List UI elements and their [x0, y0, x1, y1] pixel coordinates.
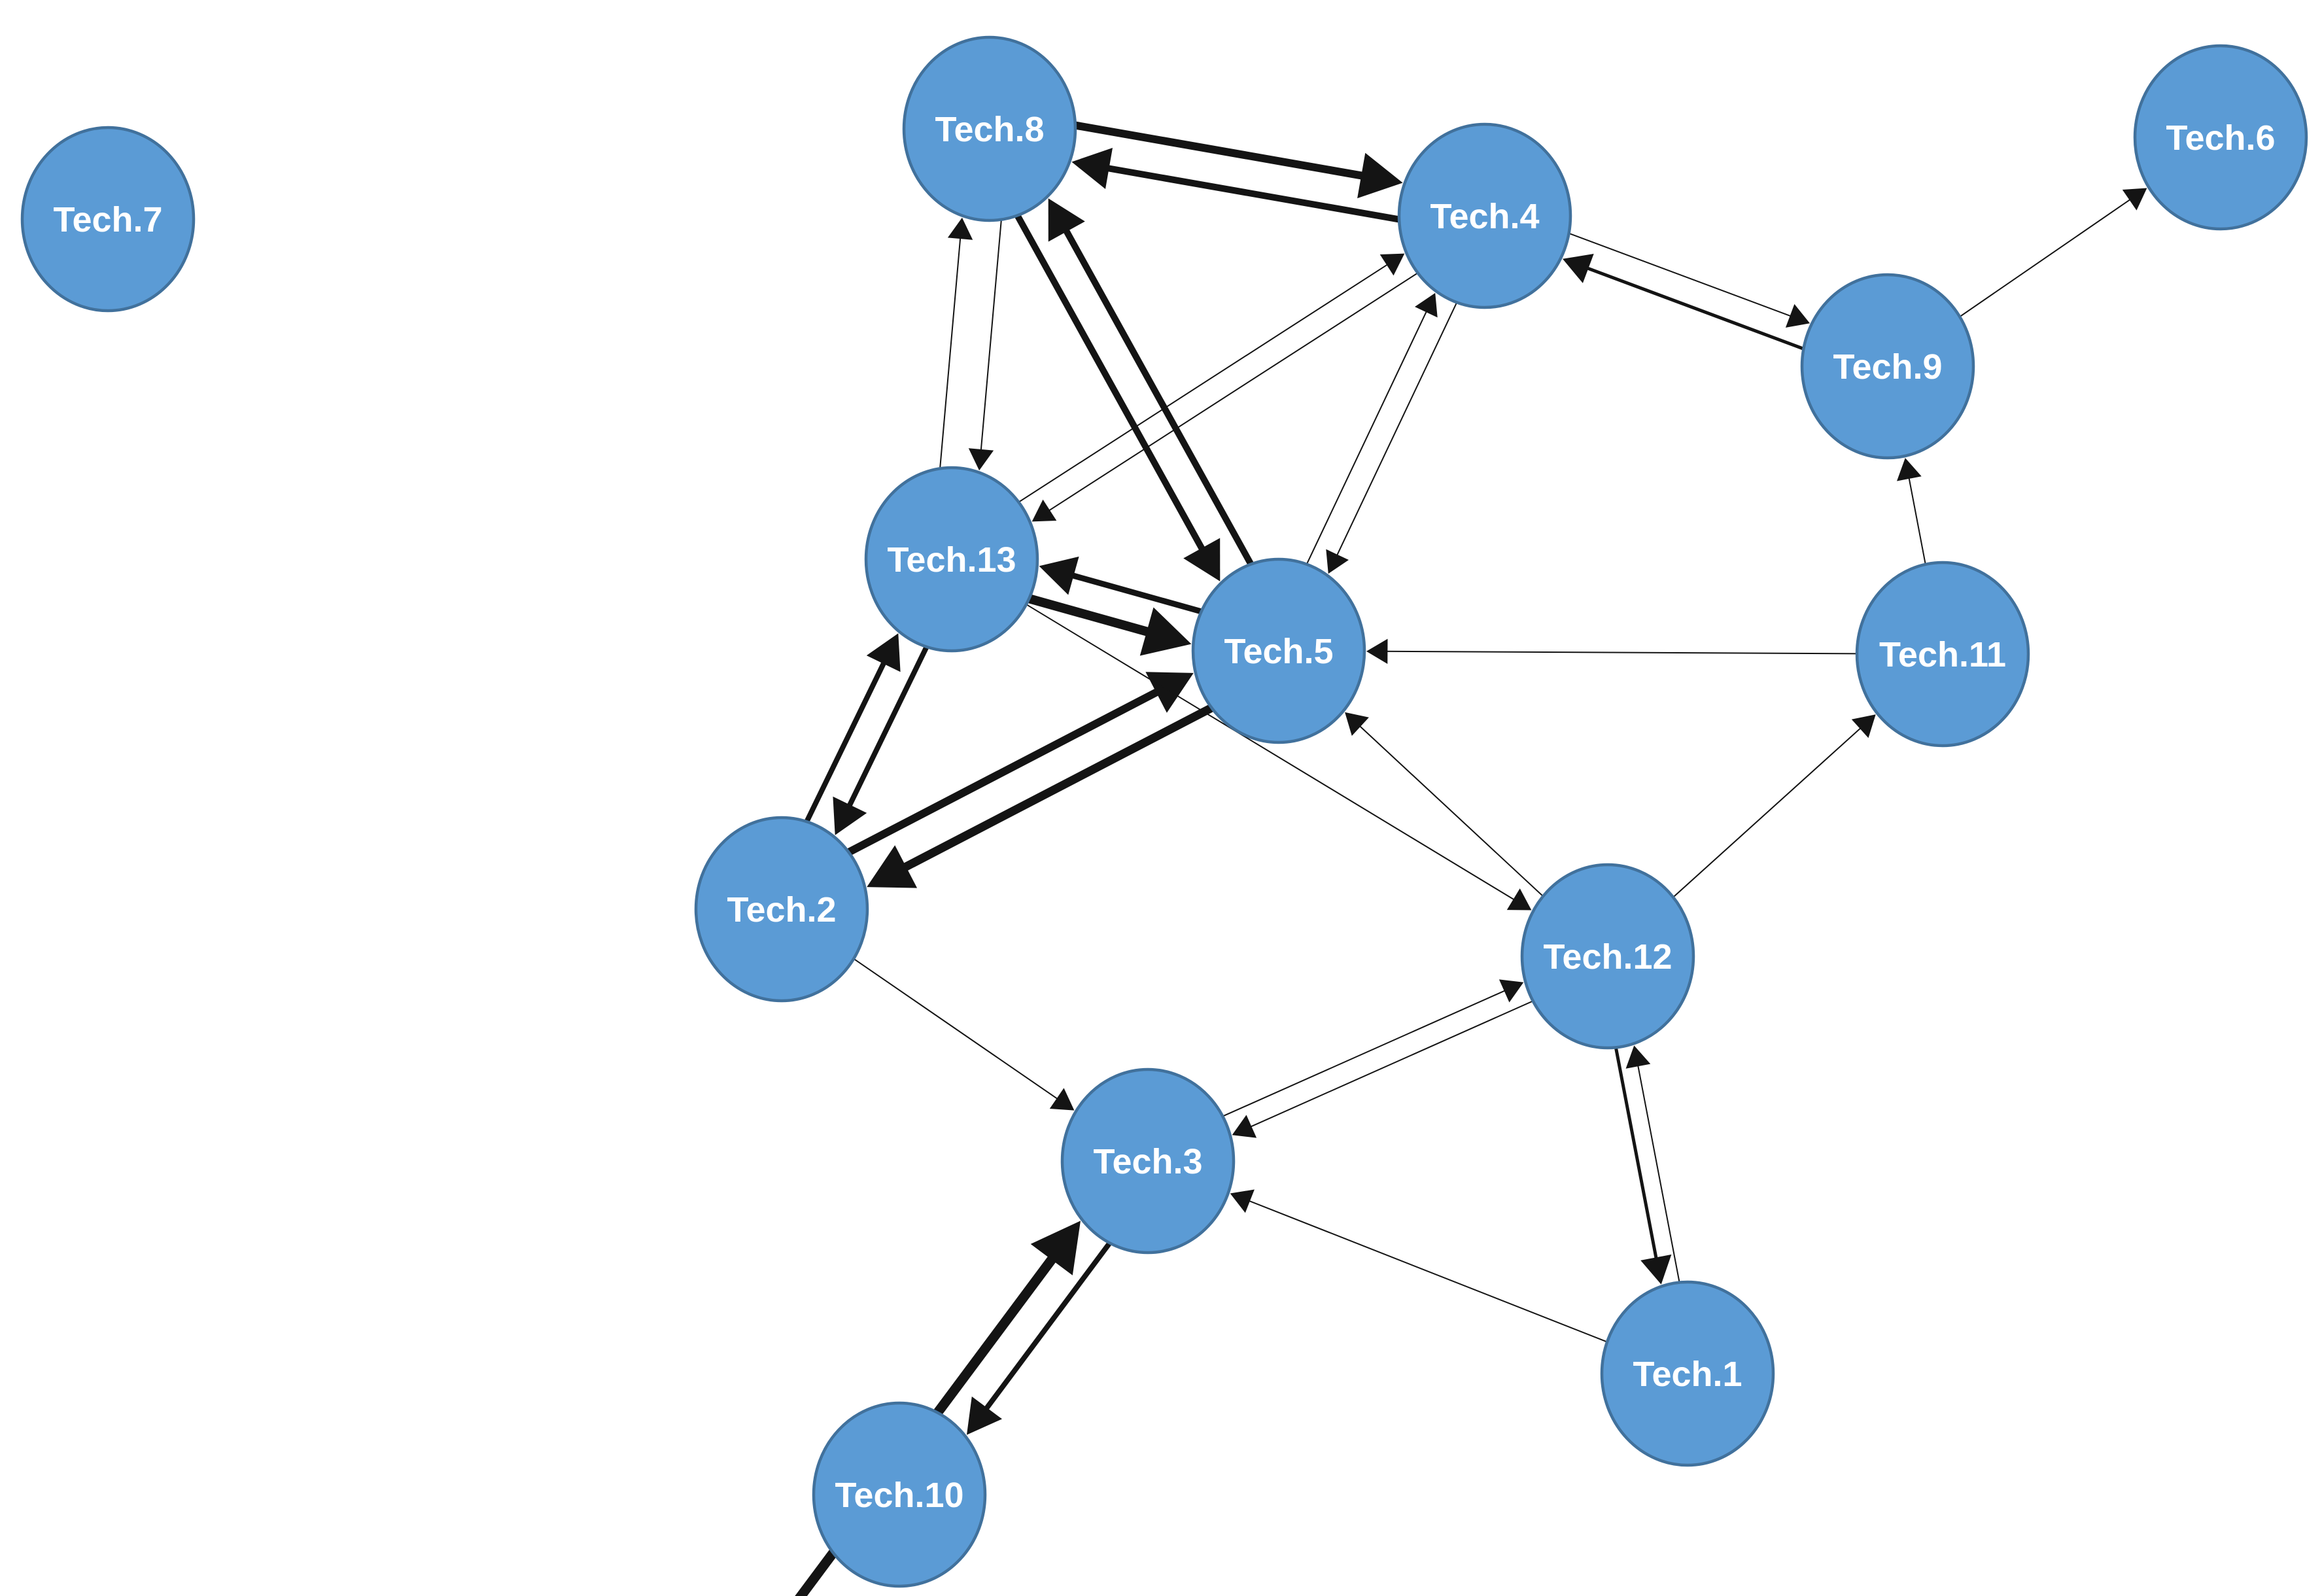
- node-Tech.12[interactable]: Tech.12: [1520, 863, 1695, 1050]
- arrowhead-icon: [1232, 1115, 1257, 1138]
- node-circle[interactable]: [1191, 557, 1366, 744]
- arrowhead-icon: [1030, 1221, 1081, 1275]
- arrowhead-icon: [866, 633, 901, 672]
- arrowhead-icon: [1139, 607, 1192, 656]
- node-Tech.2[interactable]: Tech.2: [694, 816, 869, 1003]
- arrowhead-icon: [833, 796, 867, 835]
- arrowhead-icon: [1506, 888, 1532, 911]
- node-circle[interactable]: [812, 1401, 987, 1588]
- node-circle[interactable]: [20, 126, 196, 313]
- node-Tech.13[interactable]: Tech.13: [864, 466, 1039, 653]
- arrowhead-icon: [1345, 712, 1369, 736]
- arrowhead-icon: [1499, 979, 1524, 1003]
- arrowhead-icon: [1230, 1189, 1255, 1213]
- arrowhead-icon: [1049, 1088, 1075, 1111]
- node-circle[interactable]: [1520, 863, 1695, 1050]
- node-Tech.11[interactable]: Tech.11: [1855, 561, 2030, 748]
- node-circle[interactable]: [1397, 122, 1572, 309]
- arrowhead-icon: [1415, 292, 1438, 318]
- node-Tech.1[interactable]: Tech.1: [1600, 1280, 1775, 1467]
- nodes-layer: Tech.7Tech.8Tech.4Tech.6Tech.9Tech.13Tec…: [20, 35, 2308, 1588]
- arrowhead-icon: [1897, 458, 1922, 481]
- arrowhead-icon: [1851, 714, 1876, 738]
- node-circle[interactable]: [1800, 273, 1975, 460]
- arrowhead-icon: [1071, 148, 1113, 189]
- node-Tech.8[interactable]: Tech.8: [902, 35, 1077, 222]
- node-Tech.3[interactable]: Tech.3: [1060, 1067, 1236, 1255]
- arrowhead-icon: [1145, 672, 1194, 713]
- arrowhead-icon: [1031, 499, 1057, 522]
- arrowhead-icon: [1366, 638, 1388, 664]
- arrowhead-icon: [1183, 538, 1221, 581]
- node-circle[interactable]: [1855, 561, 2030, 748]
- arrowhead-icon: [1048, 198, 1085, 242]
- arrowhead-icon: [1326, 549, 1349, 574]
- node-Tech.7[interactable]: Tech.7: [20, 126, 196, 313]
- arrowhead-icon: [967, 1396, 1002, 1435]
- arrowhead-icon: [1563, 254, 1594, 283]
- node-circle[interactable]: [2133, 44, 2308, 231]
- node-Tech.10[interactable]: Tech.10: [812, 1401, 987, 1588]
- node-Tech.9[interactable]: Tech.9: [1800, 273, 1975, 460]
- edge-Tech.11-Tech.5: [1366, 638, 1943, 664]
- arrowhead-icon: [947, 217, 973, 240]
- node-Tech.5[interactable]: Tech.5: [1191, 557, 1366, 744]
- arrowhead-icon: [1379, 253, 1405, 276]
- arrowhead-icon: [1640, 1254, 1672, 1285]
- node-circle[interactable]: [694, 816, 869, 1003]
- arrowhead-icon: [1785, 304, 1810, 328]
- arrowhead-icon: [1357, 152, 1403, 199]
- node-circle[interactable]: [1060, 1067, 1236, 1255]
- arrowhead-icon: [1039, 556, 1079, 595]
- arrowhead-icon: [1625, 1045, 1651, 1069]
- node-circle[interactable]: [1600, 1280, 1775, 1467]
- node-Tech.4[interactable]: Tech.4: [1397, 122, 1572, 309]
- node-circle[interactable]: [902, 35, 1077, 222]
- edge-line: [1382, 650, 1943, 655]
- arrowhead-icon: [968, 448, 994, 471]
- arrowhead-icon: [2122, 188, 2147, 211]
- arrowhead-icon: [867, 845, 918, 888]
- node-circle[interactable]: [864, 466, 1039, 653]
- node-Tech.6[interactable]: Tech.6: [2133, 44, 2308, 231]
